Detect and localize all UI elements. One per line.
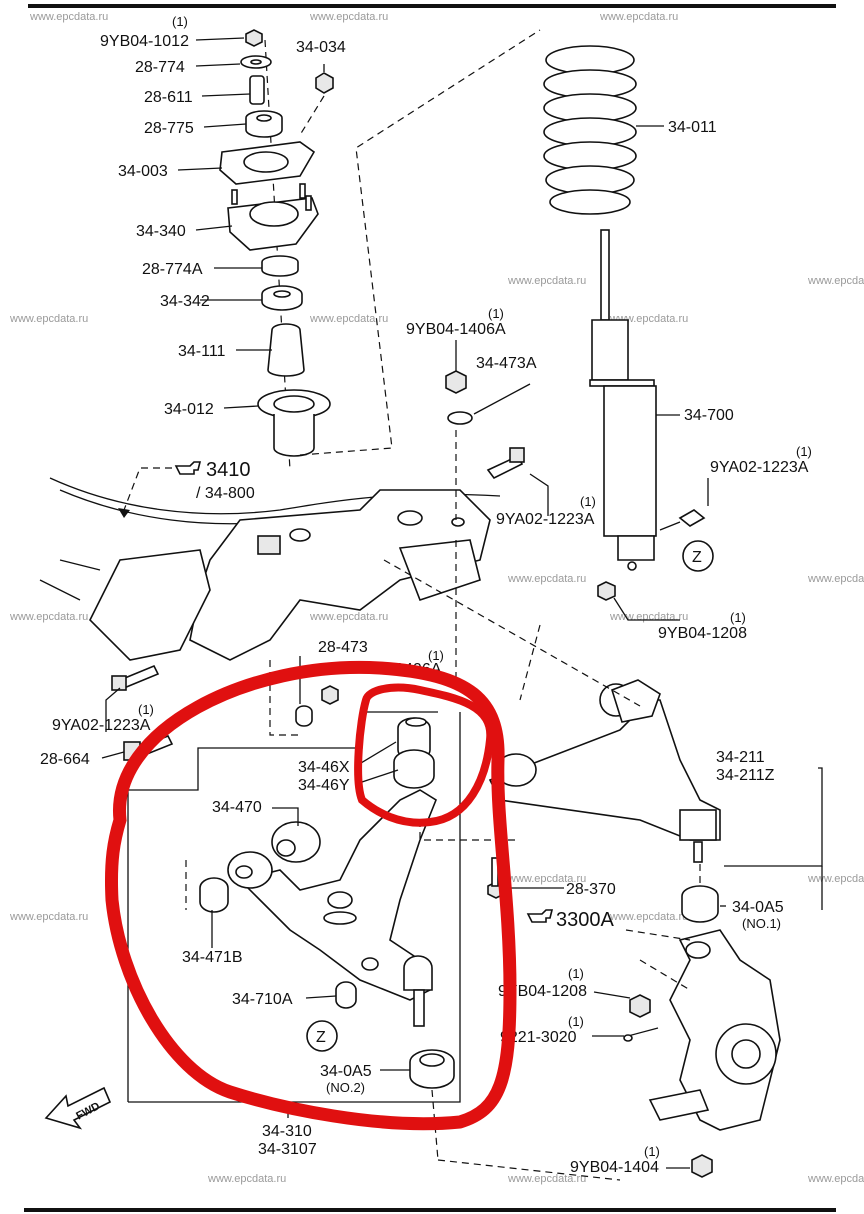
label-9yb04-1406a: 9YB04-1406A — [406, 321, 506, 338]
qty-label: (1) — [580, 494, 596, 509]
red-highlight-annotation — [104, 660, 517, 1131]
lower-control-arm — [127, 660, 520, 1118]
watermark: www.epcdata.ru — [207, 1173, 286, 1185]
label-no1: (NO.1) — [742, 916, 781, 931]
pointing-hand-icon — [174, 461, 202, 475]
shock-absorber — [589, 229, 706, 601]
label-28-774: 28-774 — [135, 59, 185, 76]
watermark: www.epcdata.ru — [599, 11, 678, 23]
z-label: Z — [316, 1029, 326, 1046]
watermark: www.epcdata.ru — [507, 573, 586, 585]
label-9221-3020: 9221-3020 — [500, 1029, 577, 1046]
z-label: Z — [692, 549, 702, 566]
label-34-012: 34-012 — [164, 401, 214, 418]
label-34-340: 34-340 — [136, 223, 186, 240]
label-9yb04-1404: 9YB04-1404 — [570, 1159, 659, 1176]
label-34-46y: 34-46Y — [298, 777, 350, 794]
strut-mount-stack — [219, 29, 334, 471]
label-34-471b: 34-471B — [182, 949, 243, 966]
label-34-003: 34-003 — [118, 163, 168, 180]
label-28-370: 28-370 — [566, 881, 616, 898]
ref-34-800: / 34-800 — [196, 485, 255, 502]
watermark: www.epcdata.ru — [507, 873, 586, 885]
label-no2: (NO.2) — [326, 1080, 365, 1095]
watermark: www.epcdata.ru — [807, 873, 864, 885]
coil-spring — [543, 45, 637, 215]
label-34-473a: 34-473A — [476, 355, 537, 372]
watermark: www.epcdata.ru — [807, 1173, 864, 1185]
watermark: www.epcdata.ru — [507, 1173, 586, 1185]
watermark: www.epcdata.ru — [9, 313, 88, 325]
label-34-700: 34-700 — [684, 407, 734, 424]
z-marker — [306, 1020, 338, 1052]
subframe — [39, 370, 525, 761]
qty-label: (1) — [568, 966, 584, 981]
watermark: www.epcdata.ru — [9, 611, 88, 623]
label-34-3107: 34-3107 — [258, 1141, 317, 1158]
ref-3300a: 3300A — [556, 909, 614, 931]
watermark: www.epcdata.ru — [507, 275, 586, 287]
watermark: www.epcdata.ru — [609, 313, 688, 325]
label-34-011: 34-011 — [668, 119, 717, 136]
watermark: www.epcdata.ru — [29, 11, 108, 23]
label-34-0a5-no1: 34-0A5 — [732, 899, 784, 916]
label-9yb04-1208-top: 9YB04-1208 — [658, 625, 747, 642]
watermark: www.epcdata.ru — [9, 911, 88, 923]
label-34-034: 34-034 — [296, 39, 346, 56]
label-9yb04-1208-low: 9YB04-1208 — [498, 983, 587, 1000]
ref-3410: 3410 — [206, 459, 251, 481]
assembly-guide-line — [299, 29, 541, 456]
label-34-111: 34-111 — [178, 343, 226, 360]
watermark: www.epcdata.ru — [309, 611, 388, 623]
callout-leaders — [101, 37, 823, 1169]
upper-control-arm — [488, 679, 721, 863]
label-34-46x: 34-46X — [298, 759, 350, 776]
ref-arrow — [123, 467, 172, 511]
qty-label: (1) — [428, 648, 444, 663]
part-labels: (1) 9YB04-1012 28-774 28-611 28-775 34-0… — [40, 14, 812, 1176]
label-28-775: 28-775 — [144, 120, 194, 137]
qty-label: (1) — [730, 610, 746, 625]
label-28-664: 28-664 — [40, 751, 90, 768]
label-34-211z: 34-211Z — [716, 767, 775, 784]
qty-label: (1) — [138, 702, 154, 717]
z-marker — [682, 540, 714, 572]
label-9ya02-1223a-right: 9YA02-1223A — [710, 459, 809, 476]
qty-label: (1) — [644, 1144, 660, 1159]
watermark: www.epcdata.ru — [309, 313, 388, 325]
label-34-342: 34-342 — [160, 293, 210, 310]
steering-knuckle — [623, 885, 781, 1178]
label-34-710a: 34-710A — [232, 991, 293, 1008]
label-28-611: 28-611 — [144, 89, 193, 106]
forward-arrow-icon: FWD — [44, 1086, 112, 1130]
label-9yb04-1012: 9YB04-1012 — [100, 33, 189, 50]
label-28-774a: 28-774A — [142, 261, 203, 278]
label-34-0a5-no2: 34-0A5 — [320, 1063, 372, 1080]
qty-label: (1) — [488, 306, 504, 321]
pointing-hand-icon — [526, 909, 554, 923]
watermark: www.epcdata.ru — [309, 11, 388, 23]
watermark: www.epcdata.ru — [609, 911, 688, 923]
guide-lines — [383, 559, 701, 1181]
label-28-473: 28-473 — [318, 639, 368, 656]
label-34-310: 34-310 — [262, 1123, 312, 1140]
label-9ya02-1223a-mid: 9YA02-1223A — [496, 511, 595, 528]
label-34-470: 34-470 — [212, 799, 262, 816]
watermarks: www.epcdata.ru www.epcdata.ru www.epcdat… — [9, 11, 864, 1185]
watermark: www.epcdata.ru — [609, 611, 688, 623]
qty-label: (1) — [796, 444, 812, 459]
qty-label: (1) — [172, 14, 188, 29]
qty-label: (1) — [568, 1014, 584, 1029]
watermark: www.epcdata.ru — [807, 275, 864, 287]
label-34-211: 34-211 — [716, 749, 765, 766]
watermark: www.epcdata.ru — [807, 573, 864, 585]
label-9ya02-1223a-left: 9YA02-1223A — [52, 717, 151, 734]
